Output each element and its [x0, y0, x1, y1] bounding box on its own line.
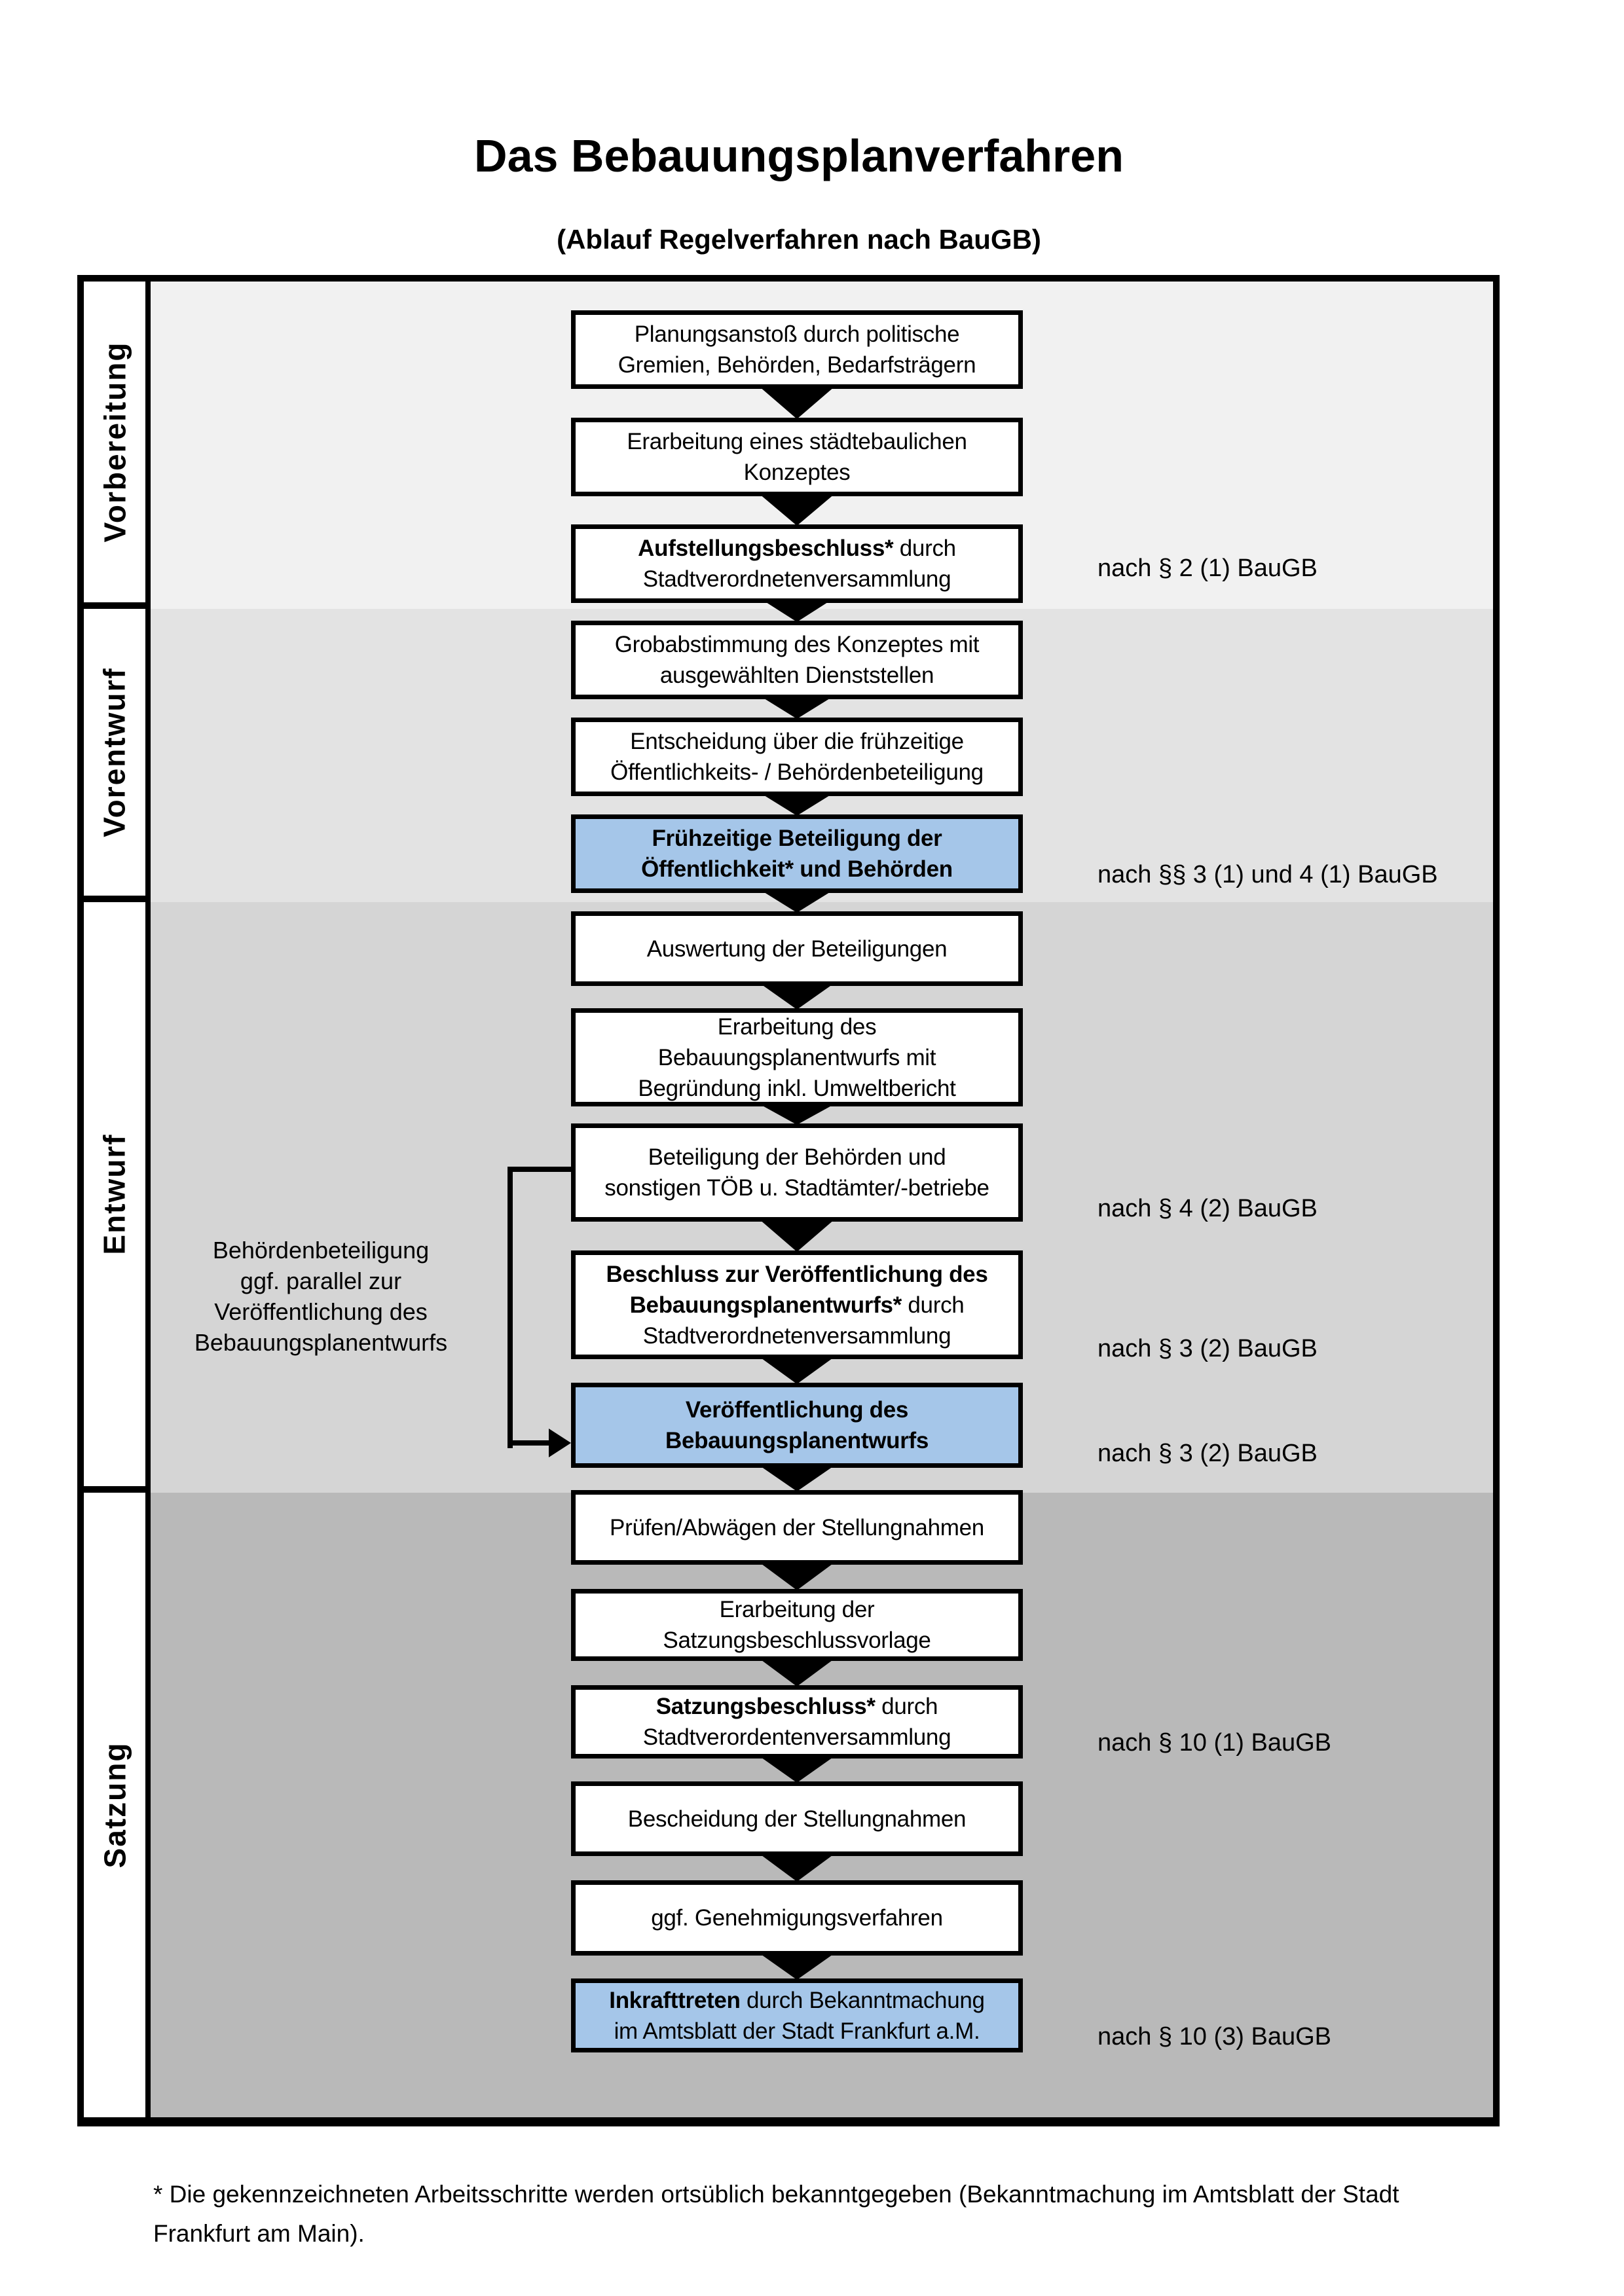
phase-label-satzung: Satzung: [84, 1493, 145, 2117]
phase-label-text: Vorbereitung: [98, 341, 132, 543]
flow-step-text: Stadtverordnetenversammlung: [642, 1322, 951, 1349]
bracket-connector-vertical: [507, 1167, 513, 1448]
flow-step-text: Erarbeitung eines städtebaulichen: [627, 429, 967, 454]
flow-step-text: Satzungsbeschluss* durch: [655, 1694, 938, 1719]
arrow-down-icon: [759, 792, 835, 816]
arrow-down-icon: [759, 494, 835, 526]
flow-step-text: Inkrafttreten durch Bekanntmachung: [609, 1987, 985, 2013]
footnote: * Die gekennzeichneten Arbeitsschritte w…: [153, 2175, 1548, 2253]
flow-step-text: Bebauungsplanentwurfs* durch: [629, 1292, 965, 1318]
parallel-note: Behördenbeteiligung ggf. parallel zur Ve…: [151, 1235, 491, 1358]
flow-step-text: Planungsanstoß durch politische: [634, 321, 960, 347]
footnote-line: * Die gekennzeichneten Arbeitsschritte w…: [153, 2181, 1399, 2208]
flow-step-text: im Amtsblatt der Stadt Frankfurt a.M.: [614, 2018, 980, 2044]
label-column-divider: [145, 282, 151, 2117]
phase-label-text: Vorentwurf: [98, 667, 132, 837]
footnote-line: Frankfurt am Main).: [153, 2220, 365, 2247]
flow-step-text: Beteiligung der Behörden und: [648, 1144, 946, 1170]
phase-label-vorentwurf: Vorentwurf: [84, 609, 145, 896]
flow-step-text: Auswertung der Beteiligungen: [646, 936, 948, 962]
flow-step-text: Erarbeitung der: [719, 1597, 875, 1622]
legal-ref-para3-2b: nach § 3 (2) BauGB: [1098, 1440, 1318, 1467]
flow-step-text: ausgewählten Dienststellen: [659, 663, 934, 688]
flow-step-text: Veröffentlichung des: [685, 1397, 909, 1423]
arrow-down-icon: [759, 889, 835, 913]
flow-step-satzungsbeschluss: Satzungsbeschluss* durch Stadtverordente…: [571, 1685, 1023, 1758]
flow-step-erarbeitung-entwurf: Erarbeitung des Bebauungsplanentwurfs mi…: [571, 1008, 1023, 1106]
flow-step-veroeffentlichung: Veröffentlichung des Bebauungsplanentwur…: [571, 1383, 1023, 1468]
flow-step-text: Konzeptes: [743, 460, 851, 485]
legal-ref-para10-3: nach § 10 (3) BauGB: [1098, 2023, 1331, 2050]
flow-step-staedtebauliches-konzept: Erarbeitung eines städtebaulichen Konzep…: [571, 418, 1023, 496]
parallel-note-line: Bebauungsplanentwurfs: [194, 1329, 448, 1356]
arrow-down-icon: [759, 983, 835, 1010]
bracket-connector-bottom: [507, 1440, 550, 1446]
arrow-down-icon: [759, 1853, 835, 1882]
parallel-note-line: Veröffentlichung des: [214, 1298, 428, 1325]
arrow-down-icon: [759, 695, 835, 719]
flow-step-bescheidung: Bescheidung der Stellungnahmen: [571, 1781, 1023, 1856]
legal-ref-para3-2a: nach § 3 (2) BauGB: [1098, 1335, 1318, 1362]
arrow-down-icon: [759, 1953, 835, 1980]
flow-step-text: Stadtverordentenversammlung: [642, 1724, 951, 1750]
flow-step-text: Bescheidung der Stellungnahmen: [627, 1806, 967, 1832]
arrow-down-icon: [759, 1465, 835, 1491]
flow-step-text: sonstigen TÖB u. Stadtämter/-betriebe: [604, 1175, 989, 1201]
flow-step-text: Aufstellungsbeschluss* durch: [638, 536, 956, 561]
bracket-connector-top: [507, 1167, 571, 1172]
flow-step-behoerdenbeteiligung: Beteiligung der Behörden und sonstigen T…: [571, 1123, 1023, 1222]
arrow-down-icon: [759, 1658, 835, 1686]
legal-ref-para2: nach § 2 (1) BauGB: [1098, 555, 1318, 582]
flow-step-text: Beschluss zur Veröffentlichung des: [606, 1261, 988, 1287]
phase-label-text: Satzung: [98, 1741, 132, 1868]
flow-step-text: Stadtverordnetenversammlung: [642, 566, 951, 592]
flow-step-auswertung: Auswertung der Beteiligungen: [571, 911, 1023, 986]
flow-step-genehmigungsverfahren: ggf. Genehmigungsverfahren: [571, 1880, 1023, 1956]
flow-step-inkrafttreten: Inkrafttreten durch Bekanntmachung im Am…: [571, 1978, 1023, 2052]
flow-step-beschluss-veroeffentlichung: Beschluss zur Veröffentlichung des Bebau…: [571, 1250, 1023, 1359]
legal-ref-para10-1: nach § 10 (1) BauGB: [1098, 1729, 1331, 1757]
flow-step-text: Prüfen/Abwägen der Stellungnahmen: [610, 1514, 984, 1540]
phase-label-entwurf: Entwurf: [84, 902, 145, 1486]
page-subtitle: (Ablauf Regelverfahren nach BauGB): [557, 224, 1041, 255]
flow-step-aufstellungsbeschluss: Aufstellungsbeschluss* durch Stadtverord…: [571, 524, 1023, 603]
parallel-note-line: ggf. parallel zur: [240, 1267, 402, 1294]
arrow-right-icon: [549, 1429, 571, 1457]
flow-step-text: Öffentlichkeits- / Behördenbeteiligung: [610, 759, 984, 785]
arrow-down-icon: [759, 1104, 835, 1125]
flow-step-text: Bebauungsplanentwurfs mit: [657, 1044, 936, 1070]
arrow-down-icon: [759, 1756, 835, 1783]
flow-step-fruehzeitige-beteiligung: Frühzeitige Beteiligung der Öffentlichke…: [571, 814, 1023, 893]
flow-step-entscheidung-beteiligung: Entscheidung über die frühzeitige Öffent…: [571, 718, 1023, 796]
arrow-down-icon: [759, 1562, 835, 1590]
flow-step-text: Entscheidung über die frühzeitige: [630, 729, 964, 754]
flow-step-text: Öffentlichkeit* und Behörden: [641, 856, 953, 882]
flow-step-text: Satzungsbeschlussvorlage: [663, 1628, 931, 1653]
phase-divider: [84, 896, 145, 902]
flow-step-text: ggf. Genehmigungsverfahren: [651, 1905, 943, 1931]
phase-label-vorbereitung: Vorbereitung: [84, 282, 145, 602]
flow-step-satzungsbeschlussvorlage: Erarbeitung der Satzungsbeschlussvorlage: [571, 1589, 1023, 1661]
flow-step-text: Grobabstimmung des Konzeptes mit: [614, 632, 980, 657]
arrow-down-icon: [759, 1219, 835, 1252]
parallel-note-line: Behördenbeteiligung: [212, 1237, 430, 1264]
flow-step-pruefen-abwaegen: Prüfen/Abwägen der Stellungnahmen: [571, 1490, 1023, 1565]
arrow-down-icon: [759, 1357, 835, 1384]
flow-step-planungsanstoss: Planungsanstoß durch politische Gremien,…: [571, 310, 1023, 389]
flow-step-text: Erarbeitung des: [717, 1013, 877, 1040]
flow-step-grobabstimmung: Grobabstimmung des Konzeptes mit ausgewä…: [571, 621, 1023, 699]
phase-divider: [84, 1486, 145, 1493]
page-title: Das Bebauungsplanverfahren: [474, 130, 1124, 181]
phase-label-text: Entwurf: [98, 1133, 132, 1255]
flow-step-text: Gremien, Behörden, Bedarfsträgern: [618, 352, 976, 378]
legal-ref-para4-2: nach § 4 (2) BauGB: [1098, 1195, 1318, 1222]
arrow-down-icon: [759, 386, 835, 419]
legal-ref-para3-4: nach §§ 3 (1) und 4 (1) BauGB: [1098, 861, 1438, 888]
flow-step-text: Bebauungsplanentwurfs: [665, 1428, 929, 1453]
phase-divider: [84, 602, 145, 609]
flow-step-text: Frühzeitige Beteiligung der: [652, 826, 942, 851]
flow-step-text: Begründung inkl. Umweltbericht: [638, 1075, 956, 1101]
